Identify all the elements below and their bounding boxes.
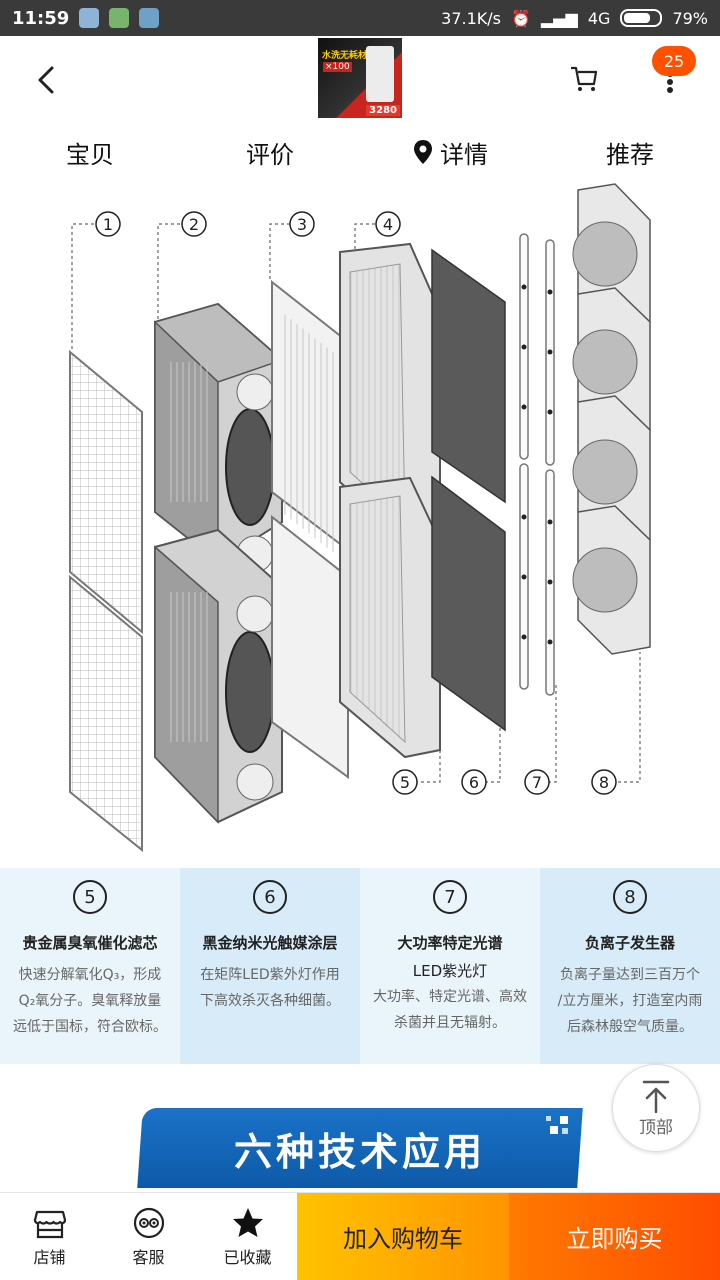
led-strip-7 — [519, 233, 555, 696]
feature-number: 7 — [433, 880, 467, 914]
tab-label: 推荐 — [606, 140, 654, 169]
store-label: 店铺 — [33, 1247, 66, 1267]
messenger-icon — [79, 8, 100, 28]
back-to-top-label: 顶部 — [639, 1117, 673, 1138]
prefilter-1 — [69, 349, 143, 853]
star-icon — [232, 1207, 263, 1237]
feature-8: 8 负离子发生器 负离子量达到三百万个/立方厘米，打造室内雨后森林般空气质量。 — [540, 868, 720, 1064]
thumb-price: 3280 — [366, 105, 400, 116]
cart-icon[interactable] — [568, 62, 600, 94]
buy-now-button[interactable]: 立即购买 — [509, 1193, 720, 1280]
battery-percent: 79% — [672, 8, 708, 28]
back-icon[interactable] — [30, 62, 66, 98]
thumb-text: 水洗无耗材 — [322, 51, 368, 61]
pleated-filter-3 — [271, 279, 349, 779]
detail-tabs: 宝贝 评价 详情 推荐 — [0, 124, 720, 180]
back-to-top-button[interactable]: 顶部 — [612, 1064, 700, 1152]
network-speed: 37.1K/s — [441, 8, 502, 28]
marker-1: 1 — [103, 215, 113, 234]
location-pin-icon — [414, 140, 432, 164]
purifier-image — [366, 46, 394, 102]
thumb-count: ×100 — [323, 62, 352, 72]
battery-icon — [620, 9, 663, 27]
tab-label: 详情 — [440, 140, 488, 169]
marker-7: 7 — [532, 773, 542, 792]
product-thumbnail[interactable]: 水洗无耗材 ×100 3280 — [318, 38, 402, 118]
fan-array-8 — [572, 183, 651, 655]
tab-recommend[interactable]: 推荐 — [540, 124, 720, 180]
photocatalyst-panel-6 — [431, 248, 506, 732]
diagram-markers: 1 2 3 4 5 6 7 8 — [95, 211, 617, 795]
network-type: 4G — [587, 8, 611, 28]
marker-4: 4 — [383, 215, 393, 234]
tab-reviews[interactable]: 评价 — [180, 124, 360, 180]
marker-3: 3 — [297, 215, 307, 234]
marker-6: 6 — [469, 773, 479, 792]
feature-6: 6 黑金纳米光触媒涂层 在矩阵LED紫外灯作用下高效杀灭各种细菌。 — [180, 868, 360, 1064]
feature-title: 黑金纳米光触媒涂层 — [202, 934, 338, 952]
store-button[interactable]: 店铺 — [0, 1193, 99, 1280]
tab-details[interactable]: 详情 — [360, 124, 540, 180]
feature-number: 8 — [613, 880, 647, 914]
feature-desc: 负离子量达到三百万个/立方厘米，打造室内雨后森林般空气质量。 — [557, 967, 703, 1035]
tab-item[interactable]: 宝贝 — [0, 124, 180, 180]
feature-title: 贵金属臭氧催化滤芯 — [22, 934, 158, 952]
hepa-filter-4 — [339, 242, 441, 759]
customer-service-button[interactable]: 客服 — [99, 1193, 198, 1280]
signal-icon: ▂▄▆ — [540, 8, 578, 28]
buy-now-label: 立即购买 — [566, 1225, 663, 1253]
marker-5: 5 — [400, 773, 410, 792]
marker-2: 2 — [189, 215, 199, 234]
favorite-button[interactable]: 已收藏 — [198, 1193, 297, 1280]
add-to-cart-label: 加入购物车 — [343, 1225, 463, 1253]
app-notification-icon — [109, 8, 130, 28]
catalyst-module-2 — [153, 302, 284, 824]
tab-label: 宝贝 — [66, 140, 114, 169]
section-banner-title: 六种技术应用 — [233, 1129, 486, 1174]
favorite-label: 已收藏 — [223, 1247, 272, 1267]
alarm-icon: ⏰ — [511, 8, 531, 28]
marker-8: 8 — [599, 773, 609, 792]
banner-decor — [546, 1116, 568, 1134]
customer-service-icon — [133, 1207, 164, 1238]
feature-number: 6 — [253, 880, 287, 914]
status-time: 11:59 — [12, 7, 70, 29]
bottom-action-bar: 店铺 客服 已收藏 加入购物车 立即购买 — [0, 1192, 720, 1280]
add-to-cart-button[interactable]: 加入购物车 — [297, 1193, 509, 1280]
store-icon — [33, 1210, 66, 1238]
status-bar: 11:59 37.1K/s ⏰ ▂▄▆ 4G 79% — [0, 0, 720, 36]
tab-label: 评价 — [246, 140, 294, 169]
feature-desc: 在矩阵LED紫外灯作用下高效杀灭各种细菌。 — [200, 967, 340, 1009]
feature-desc: 大功率、特定光谱、高效杀菌并且无辐射。 — [373, 989, 527, 1031]
arrow-up-icon — [642, 1080, 670, 1113]
customer-service-label: 客服 — [132, 1247, 165, 1267]
cart-badge: 25 — [652, 46, 696, 76]
exploded-diagram: 1 2 3 4 5 6 7 8 — [0, 182, 720, 862]
top-nav: 水洗无耗材 ×100 3280 25 — [0, 36, 720, 124]
play-store-icon — [139, 8, 160, 28]
feature-number: 5 — [73, 880, 107, 914]
feature-title: 负离子发生器 — [584, 934, 675, 952]
